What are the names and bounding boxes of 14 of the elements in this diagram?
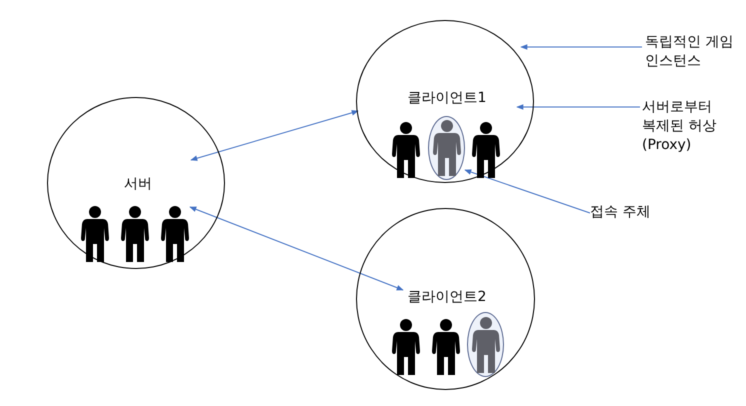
callout-text: 서버로부터 복제된 허상 (Proxy): [642, 98, 728, 155]
callout-text: 접속 주체: [590, 203, 670, 222]
leader-line: [464, 169, 590, 214]
server-circle: [47, 97, 225, 269]
circle-label: 클라이언트1: [408, 89, 486, 107]
callout-text: 독립적인 게임 인스턴스: [645, 33, 745, 71]
leader-line: [520, 44, 642, 50]
circle-label: 클라이언트2: [408, 288, 486, 306]
instance-circle: [356, 20, 534, 183]
leader-line: [516, 104, 640, 110]
circle-label: 서버: [124, 175, 152, 193]
instance-circle: [356, 208, 535, 390]
arrow: [189, 206, 404, 290]
arrow: [190, 110, 359, 161]
